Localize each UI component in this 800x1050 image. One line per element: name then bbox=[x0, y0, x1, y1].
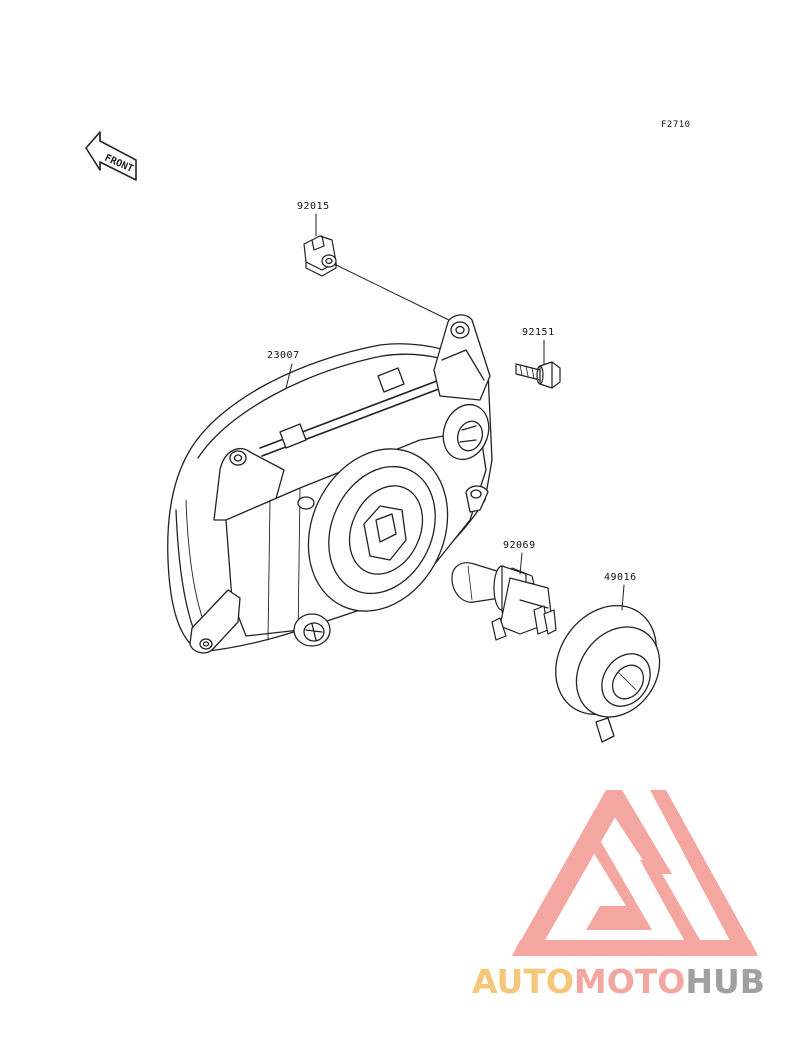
dust-cover-49016 bbox=[555, 605, 661, 743]
part-label-92151: 92151 bbox=[522, 327, 555, 338]
figure-code: F2710 bbox=[661, 120, 691, 130]
brand-auto: AUTO bbox=[472, 962, 574, 1001]
nut-leader-line bbox=[329, 261, 456, 324]
bolt-92151 bbox=[515, 361, 561, 389]
bulb-92069 bbox=[451, 562, 557, 641]
part-label-23007: 23007 bbox=[267, 350, 300, 361]
clip-nut-92015 bbox=[303, 235, 337, 277]
brand-hub: HUB bbox=[685, 962, 765, 1001]
headlight-housing-23007 bbox=[167, 314, 493, 654]
brand-moto: MOTO bbox=[573, 962, 686, 1001]
part-label-92015: 92015 bbox=[297, 201, 330, 212]
watermark-brand: AUTOMOTOHUB bbox=[472, 962, 765, 1001]
label-leaders bbox=[285, 213, 625, 611]
watermark-logo bbox=[512, 790, 758, 956]
front-arrow-icon: FRONT bbox=[85, 131, 137, 181]
part-label-49016: 49016 bbox=[604, 572, 637, 583]
part-label-92069: 92069 bbox=[503, 540, 536, 551]
